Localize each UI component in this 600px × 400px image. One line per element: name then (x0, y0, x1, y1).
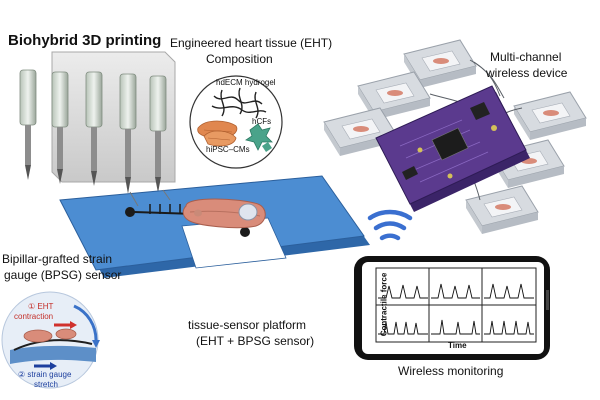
graph-xlabel: Time (448, 341, 467, 350)
tissue-sensor-platform (59, 175, 370, 278)
eht-heading-line2: Composition (206, 52, 273, 66)
step2b-label: stretch (34, 380, 59, 389)
figure-title: Biohybrid 3D printing (8, 32, 162, 49)
wireless-monitoring-caption: Wireless monitoring (398, 364, 504, 378)
bpsg-inset (1, 291, 100, 389)
hcfs-label: hCFs (252, 117, 272, 126)
wifi-icon (367, 209, 413, 241)
printer-nozzles (19, 69, 167, 194)
printer-head (19, 51, 176, 194)
force-trace-top (378, 283, 534, 299)
pcb-board (375, 85, 530, 212)
eht-composition-circle (189, 75, 283, 169)
platform-label-line1: tissue-sensor platform (188, 318, 307, 332)
step1b-label: contraction (14, 312, 54, 321)
device-label-line2: wireless device (486, 66, 568, 80)
force-trace-bottom (378, 319, 534, 335)
step2-label: ② strain gauge (18, 370, 72, 379)
sensor-label-line2: gauge (BPSG) sensor (4, 268, 122, 282)
cms-label: hiPSC–CMs (206, 145, 250, 154)
device-label-line1: Multi-channel (490, 50, 562, 64)
hydrogel-mesh-icon (211, 87, 267, 119)
cardiomyocyte-icon (197, 120, 238, 147)
phone-graph (375, 267, 537, 343)
bend-arrow (73, 304, 98, 341)
step1-label: ① EHT (28, 302, 54, 311)
eht-heading-line1: Engineered heart tissue (EHT) (170, 36, 333, 50)
graph-ylabel: Contractile force (379, 272, 389, 337)
platform-label-line2: (EHT + BPSG sensor) (196, 334, 315, 348)
hydrogel-label: hdECM hydrogel (216, 78, 276, 87)
sensor-label-line1: Bipillar-grafted strain (2, 252, 113, 266)
fibroblast-icon (245, 123, 273, 152)
